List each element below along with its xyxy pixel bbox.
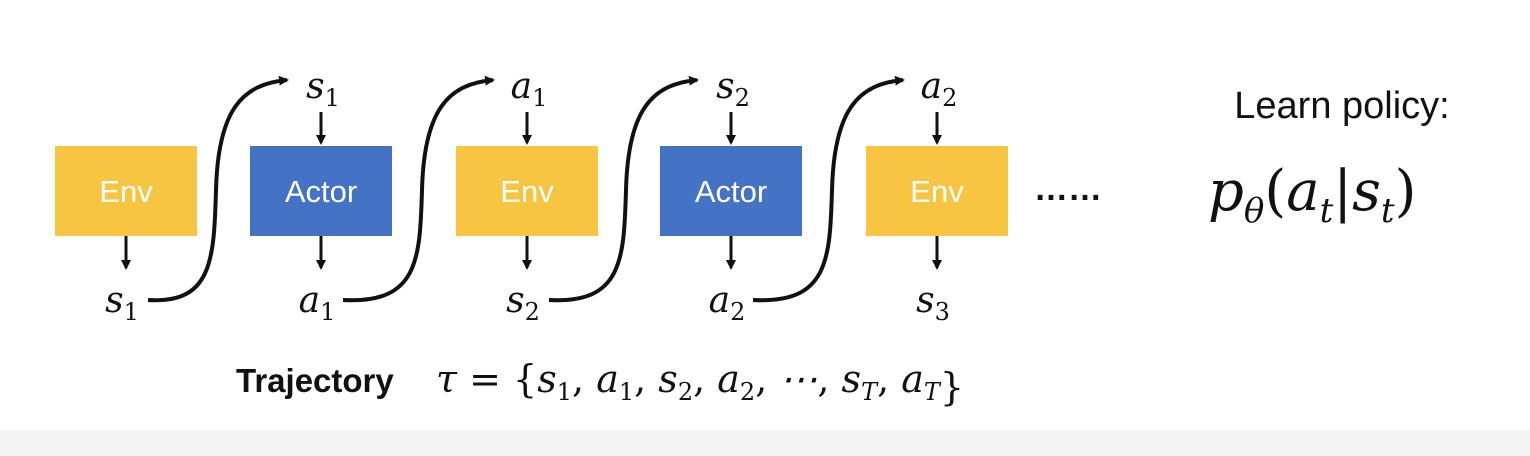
transition-curve-arrow <box>752 75 905 303</box>
actor-box-label: Actor <box>695 174 767 209</box>
trajectory-item-var: s <box>658 357 678 401</box>
trajectory-close-brace: } <box>940 365 964 409</box>
actor-box-label: Actor <box>285 174 357 209</box>
env-box: Env <box>456 146 598 236</box>
trajectory-item-sub: 2 <box>740 378 755 406</box>
policy-bar: | <box>1333 159 1352 224</box>
transition-curve-arrow <box>147 75 289 303</box>
policy-open-paren: ( <box>1264 159 1286 224</box>
actor-box: Actor <box>660 146 802 236</box>
trajectory-item-var: a <box>901 357 924 401</box>
trajectory-label: Trajectory <box>236 362 394 399</box>
env-box: Env <box>55 146 197 236</box>
transition-curve-arrow <box>342 75 495 303</box>
policy-a: a <box>1286 159 1319 224</box>
env-box: Env <box>866 146 1008 236</box>
trajectory-item-var: a <box>596 357 619 401</box>
ellipsis-dots: …… <box>1034 170 1102 208</box>
policy-a-sub: t <box>1320 191 1334 231</box>
svg-text:τ = {s1, a1, s2, a2, ⋯, sT, aT: τ = {s1, a1, s2, a2, ⋯, sT, aT} <box>436 357 964 409</box>
input-label-s2: s2 <box>716 66 750 112</box>
policy-label: Learn policy: <box>1234 85 1449 127</box>
policy-p: p <box>1208 159 1244 224</box>
actor-box: Actor <box>250 146 392 236</box>
input-label-a1: a1 <box>511 66 548 112</box>
output-label-s2: s2 <box>506 280 540 326</box>
bottom-band <box>0 430 1530 456</box>
trajectory-formula: Trajectory τ = {s1, a1, s2, a2, ⋯, sT, a… <box>236 357 964 409</box>
env-box-label: Env <box>99 174 153 209</box>
env-box-label: Env <box>910 174 964 209</box>
trajectory-equals: = <box>457 357 513 401</box>
transition-curve-arrow <box>548 75 699 303</box>
input-label-s1: s1 <box>306 66 340 112</box>
output-label-s1: s1 <box>105 280 139 326</box>
policy-close-paren: ) <box>1395 159 1417 224</box>
input-label-a2: a2 <box>921 66 958 112</box>
trajectory-item-var: s <box>537 357 557 401</box>
trajectory-item-sub: 1 <box>557 378 572 406</box>
trajectory-item-var: s <box>842 357 862 401</box>
policy-s-sub: t <box>1381 191 1395 231</box>
svg-text:pθ(at|st): pθ(at|st) <box>1208 159 1416 231</box>
trajectory-item-sub: T <box>861 378 879 406</box>
output-label-s3: s3 <box>916 280 950 326</box>
trajectory-tau: τ <box>436 357 458 401</box>
policy-s: s <box>1352 159 1381 224</box>
trajectory-item-var: a <box>717 357 740 401</box>
policy-theta: θ <box>1244 191 1264 231</box>
trajectory-item-var: ⋯ <box>779 357 817 401</box>
env-box-label: Env <box>500 174 554 209</box>
trajectory-item-sub: 1 <box>619 378 634 406</box>
trajectory-item-sub: 2 <box>678 378 693 406</box>
output-label-a1: a1 <box>299 280 336 326</box>
trajectory-open-brace: { <box>513 357 537 401</box>
output-label-a2: a2 <box>709 280 746 326</box>
trajectory-item-sub: T <box>924 378 942 406</box>
policy-formula: pθ(at|st) <box>1208 159 1416 231</box>
